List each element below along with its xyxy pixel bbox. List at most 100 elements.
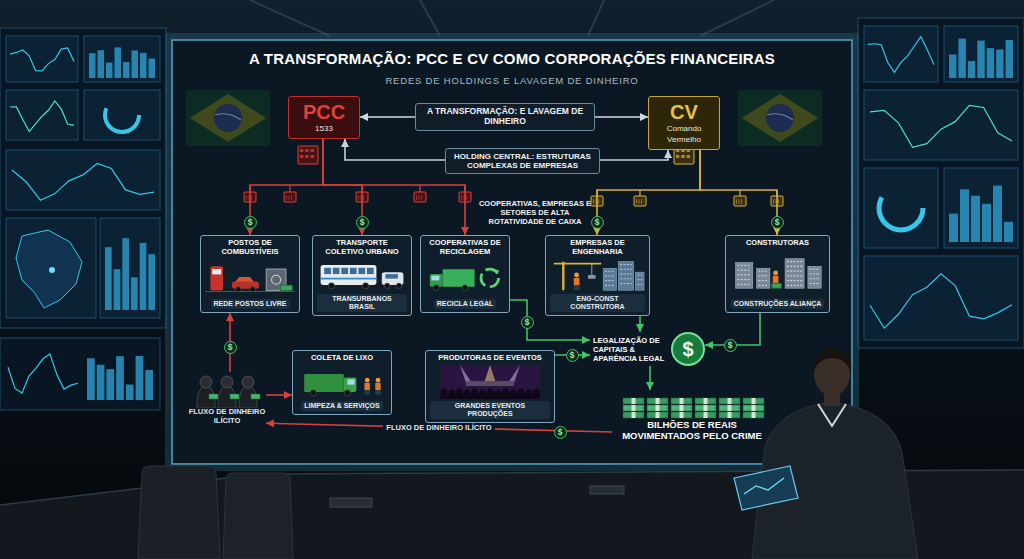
sector-title: COOPERATIVAS DE RECICLAGEM — [425, 239, 505, 256]
building-icon — [414, 192, 426, 202]
left-lower-monitor — [0, 338, 160, 410]
man-hair — [814, 350, 851, 372]
sector-card: COOPERATIVAS DE RECICLAGEMRECICLA LEGAL — [420, 235, 510, 313]
building-window — [593, 201, 595, 204]
money-bundle — [695, 412, 716, 418]
chart-bar — [1004, 222, 1013, 242]
worker-helmet — [773, 271, 778, 276]
cab-window — [431, 275, 439, 280]
building-window — [638, 201, 640, 204]
building — [808, 267, 821, 289]
chart-line — [8, 354, 78, 393]
building-windows — [787, 266, 802, 267]
ceiling-beam — [700, 0, 774, 36]
sector-card: COLETA DE LIXOLIMPEZA & SERVIÇOS — [292, 350, 392, 415]
bus-window — [324, 268, 331, 274]
building-window — [286, 197, 288, 200]
cab-window — [347, 379, 354, 384]
chart-line — [870, 274, 1012, 328]
building — [636, 272, 645, 290]
truck-body — [443, 269, 475, 287]
building-window — [676, 155, 679, 158]
sector-illustration — [205, 261, 295, 295]
monitor-panel — [944, 26, 1018, 82]
chart-bar — [97, 365, 105, 400]
building-windows — [738, 275, 751, 276]
building-window — [736, 201, 738, 204]
money-band — [680, 412, 684, 418]
subtitle: REDES DE HOLDINGS E LAVAGEM DE DINHEIRO — [262, 75, 762, 87]
money-band — [680, 405, 684, 411]
sector-illustration — [430, 365, 550, 399]
building-window — [363, 197, 365, 200]
dollar-symbol: $ — [554, 426, 567, 439]
criminal-group: FLUXO DE DINHEIRO ILÍCITO — [188, 372, 266, 425]
monitor-panel — [944, 168, 1018, 248]
money-bundle — [623, 405, 644, 411]
connector — [266, 394, 292, 396]
connector — [250, 139, 323, 235]
building-windows — [605, 285, 615, 286]
van — [382, 273, 404, 286]
money-band — [752, 398, 756, 404]
wheel — [328, 283, 334, 289]
stage-platform — [466, 381, 514, 386]
sector-title: EMPRESAS DE ENGENHARIA — [550, 239, 645, 256]
company-name: TRANSURBANOS BRASIL — [317, 294, 407, 312]
chart-line — [10, 48, 74, 71]
bus-stub — [419, 185, 420, 192]
connector — [639, 316, 641, 332]
concert-backdrop — [440, 365, 540, 399]
chart-bar — [949, 55, 956, 78]
building-windows — [759, 271, 769, 272]
monitor-panel — [864, 168, 938, 248]
chart-bar — [987, 48, 994, 78]
city-bus — [321, 265, 377, 285]
monitor-panel — [6, 36, 78, 82]
money-bundle — [647, 398, 668, 404]
chart-line — [10, 101, 74, 132]
money-band — [704, 398, 708, 404]
building-window — [288, 197, 290, 200]
connector — [595, 116, 648, 118]
money-bundle — [695, 398, 716, 404]
building-window — [300, 155, 303, 158]
left-monitor — [0, 28, 166, 328]
chart-bar — [98, 50, 105, 78]
building-windows — [620, 283, 631, 284]
flag-field — [186, 90, 270, 146]
connector — [649, 366, 651, 390]
box-text: A TRANSFORMAÇÃO: E LAVAGEM DE DINHEIRO — [421, 107, 589, 127]
safe-dial — [272, 275, 281, 284]
sector-title: COLETA DE LIXO — [311, 354, 373, 363]
faction-name: CV — [651, 101, 717, 123]
legalization-label: LEGALIZAÇÃO DE CAPITAIS & APARÊNCIA LEGA… — [593, 336, 667, 363]
building — [785, 259, 804, 288]
chart-bar — [140, 53, 147, 78]
building-windows — [620, 264, 631, 265]
crane-jib — [554, 263, 602, 265]
sector-title: PRODUTORAS DE EVENTOS — [438, 354, 542, 363]
crane-mast — [562, 262, 564, 291]
bus-window — [367, 268, 374, 274]
chart-bar — [122, 238, 129, 310]
wheel — [344, 389, 350, 395]
money-band — [632, 412, 636, 418]
building-windows — [620, 279, 631, 280]
dollar-coin: $ — [671, 332, 705, 366]
building-window — [305, 155, 308, 158]
building-window — [251, 197, 253, 200]
bus-stub — [739, 190, 740, 196]
dollar-symbol: $ — [521, 316, 534, 329]
worker-body — [574, 278, 580, 286]
money-band — [728, 405, 732, 411]
building-windows — [759, 280, 769, 281]
worker-body — [365, 383, 370, 390]
building-windows — [738, 265, 751, 266]
money-bundle — [743, 398, 764, 404]
fuel-pump — [210, 266, 223, 290]
money-bundle — [743, 412, 764, 418]
wheel — [310, 389, 316, 395]
building — [736, 263, 753, 289]
